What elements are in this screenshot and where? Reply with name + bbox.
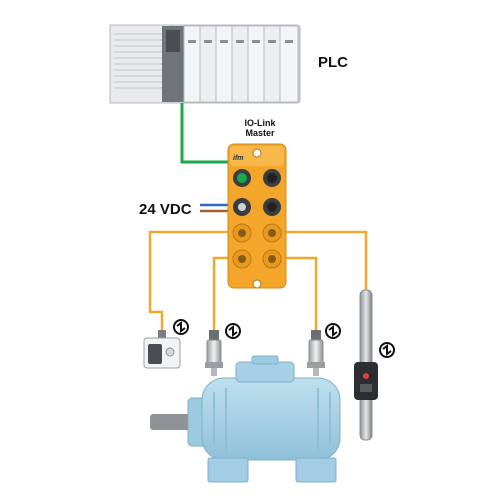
io-link-symbol-icon bbox=[325, 323, 341, 339]
svg-text:ifm: ifm bbox=[233, 155, 244, 162]
io-link-master-label-line2: Master bbox=[245, 128, 275, 138]
io-link-symbol-icon bbox=[173, 319, 189, 335]
io-link-symbol-icon bbox=[379, 342, 395, 358]
electric-motor-icon bbox=[150, 355, 341, 483]
plc-label: PLC bbox=[318, 54, 348, 71]
photoelectric-sensor-icon bbox=[143, 330, 181, 369]
pressure-sensor-icon bbox=[307, 330, 325, 376]
io-link-symbol-icon bbox=[225, 323, 241, 339]
io-link-master-icon: ifm bbox=[227, 143, 287, 289]
power-supply-label: 24 VDC bbox=[139, 201, 192, 218]
io-link-master-label-line1: IO-Link bbox=[244, 118, 276, 128]
plc-rack-icon bbox=[109, 24, 301, 104]
io-link-master-label: IO-Link Master bbox=[235, 118, 285, 138]
pressure-sensor-icon bbox=[205, 330, 223, 376]
linear-position-sensor-icon bbox=[354, 289, 378, 441]
